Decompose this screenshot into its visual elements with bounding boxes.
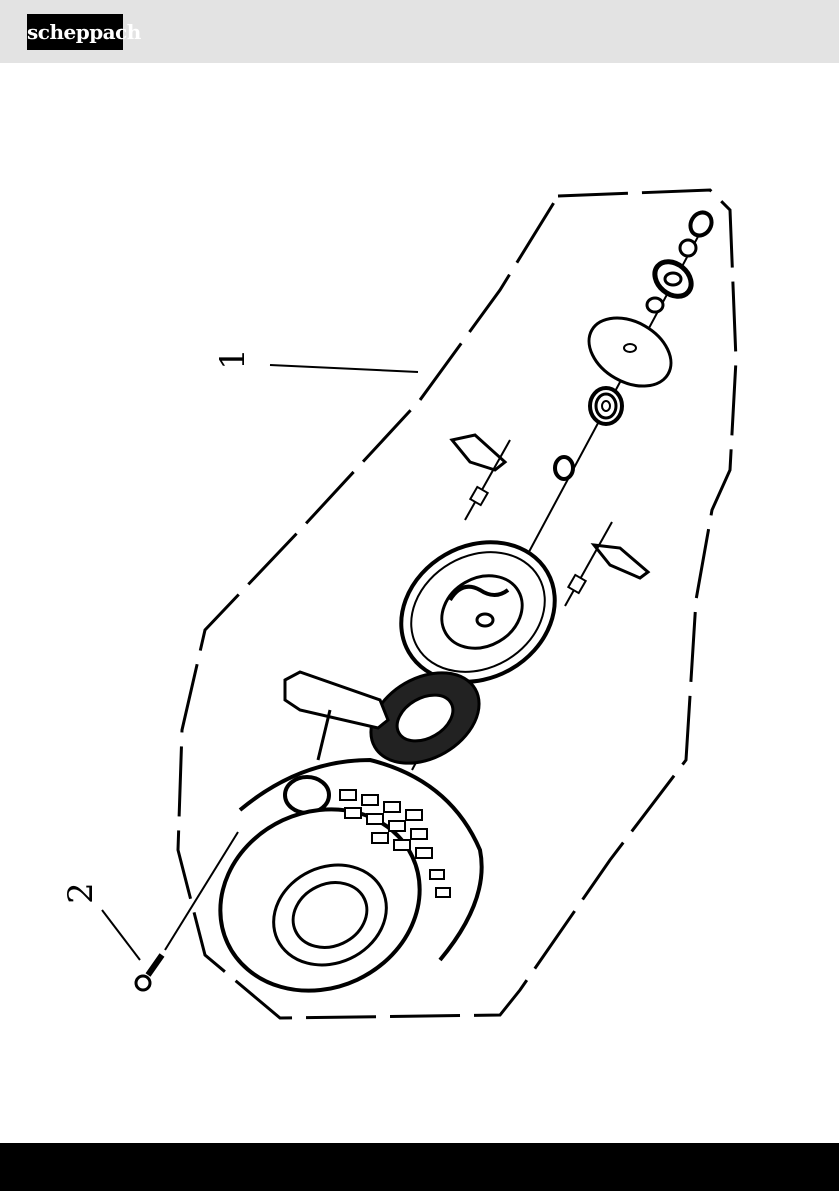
- washer-part: [647, 255, 698, 312]
- footer-band: [0, 1143, 839, 1191]
- exploded-view-drawing: [0, 63, 839, 1143]
- callout-2: 2: [64, 882, 98, 904]
- spacer-part: [555, 457, 573, 479]
- brand-logo: scheppach: [27, 14, 123, 50]
- pulley-part: [376, 515, 581, 709]
- pawl-lower-part: [565, 522, 648, 606]
- callout-1: 1: [216, 348, 250, 370]
- leader-line-1: [270, 365, 418, 372]
- pawl-upper-part: [452, 435, 510, 520]
- leader-line-2: [102, 910, 140, 960]
- spring-part: [590, 388, 622, 424]
- header-band: scheppach: [0, 0, 839, 63]
- cover-plate-part: [577, 304, 683, 400]
- nut-part: [680, 209, 716, 256]
- housing-part: [190, 760, 481, 1023]
